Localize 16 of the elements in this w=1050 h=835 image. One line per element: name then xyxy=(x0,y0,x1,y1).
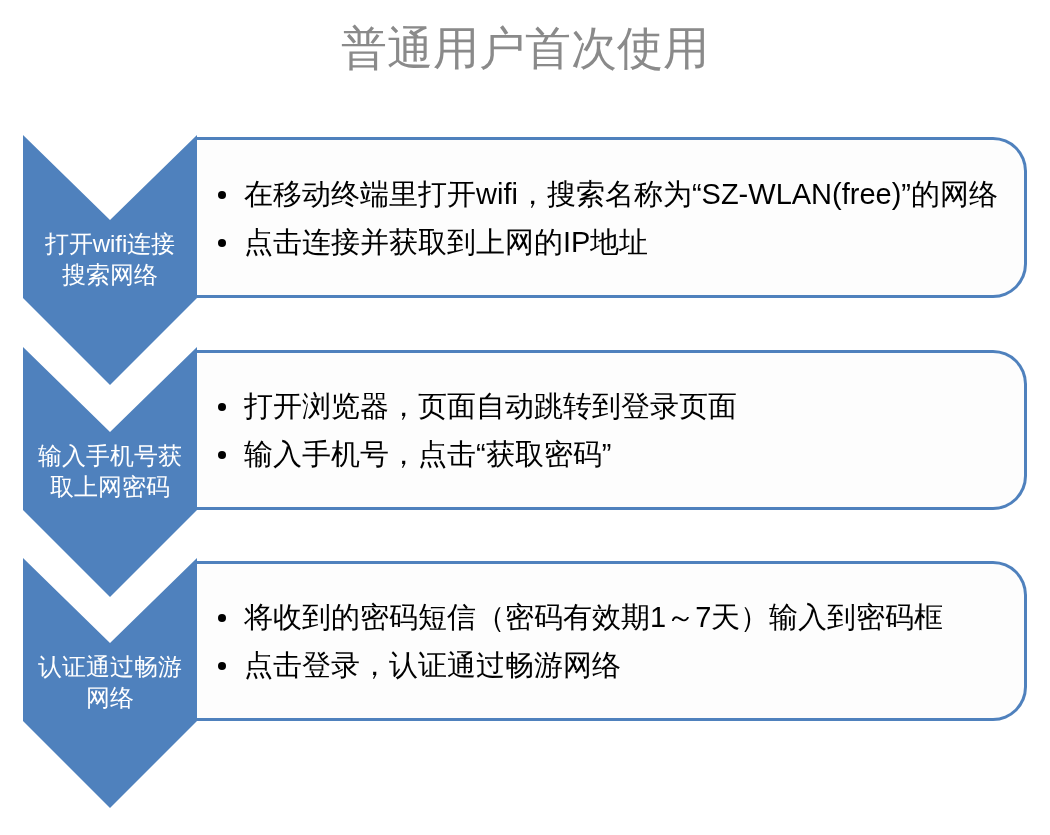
bullet-text: 点击登录，认证通过畅游网络 xyxy=(244,648,621,683)
chevron-step xyxy=(23,558,197,808)
step-label: 认证通过畅游网络 xyxy=(37,652,183,713)
step-label: 输入手机号获取上网密码 xyxy=(37,441,183,502)
diagram-title: 普通用户首次使用 xyxy=(341,21,709,76)
bullet-text: 输入手机号，点击“获取密码” xyxy=(244,437,612,472)
bullet-text: 打开浏览器，页面自动跳转到登录页面 xyxy=(244,389,737,424)
chevron-step xyxy=(23,135,197,385)
bullet-text: 点击连接并获取到上网的IP地址 xyxy=(244,224,649,260)
step-label: 打开wifi连接搜索网络 xyxy=(43,229,177,290)
bullet-text: 将收到的密码短信（密码有效期1～7天）输入到密码框 xyxy=(244,600,944,635)
step-panel xyxy=(197,561,1027,721)
step-panel xyxy=(197,350,1027,510)
step-panel xyxy=(197,137,1027,298)
bullet-text: 在移动终端里打开wifi，搜索名称为“SZ-WLAN(free)”的网络 xyxy=(244,176,998,212)
chevron-step xyxy=(23,347,197,597)
